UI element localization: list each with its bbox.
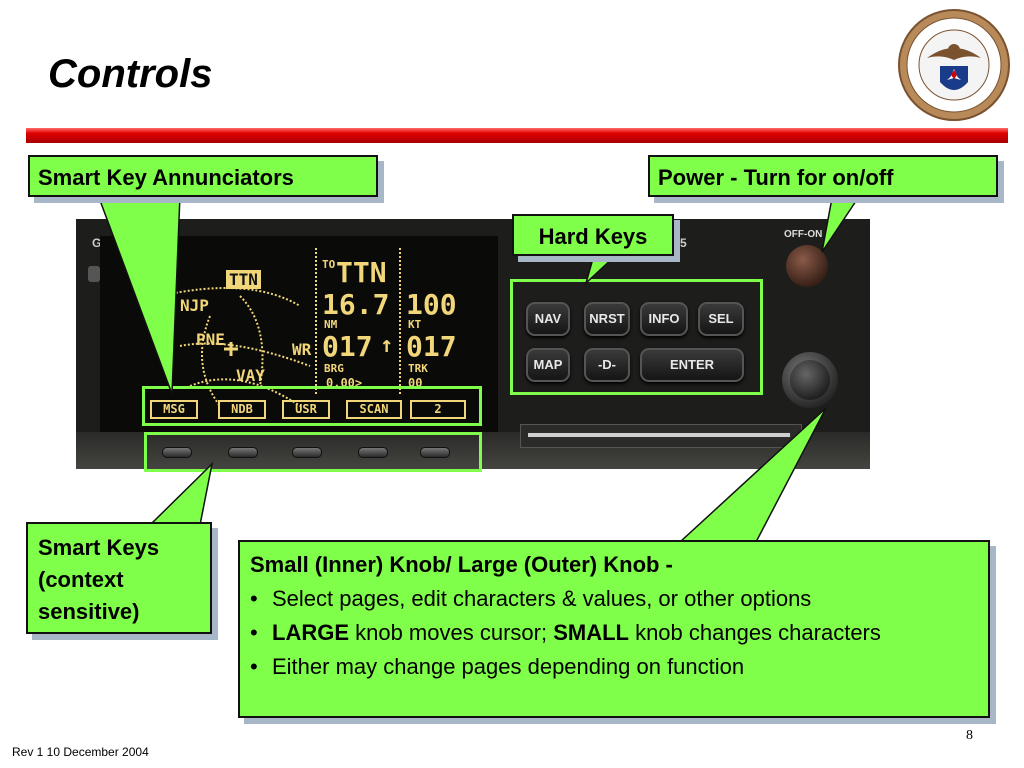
smart-key-1[interactable] bbox=[162, 447, 192, 458]
distance-unit: NM bbox=[324, 318, 338, 331]
callout-hard-keys: Hard Keys bbox=[512, 214, 674, 256]
callout-smart-keys: Smart Keys (context sensitive) bbox=[26, 522, 212, 634]
smart-key-5[interactable] bbox=[420, 447, 450, 458]
map-label-wr: WR bbox=[292, 340, 312, 359]
bearing-value: 017 bbox=[322, 330, 373, 363]
small-emphasis: SMALL bbox=[553, 620, 629, 645]
annunciator-ndb: NDB bbox=[218, 400, 266, 419]
knob-bullet-1-text: Select pages, edit characters & values, … bbox=[272, 586, 812, 611]
annunciator-highlight bbox=[142, 386, 482, 426]
photo-sensor bbox=[88, 266, 100, 282]
map-label-vay: VAY bbox=[236, 366, 265, 385]
knob-bullet-1: • Select pages, edit characters & values… bbox=[250, 582, 978, 616]
map-label-ttn: TTN bbox=[226, 270, 261, 289]
page-number: 8 bbox=[966, 728, 973, 743]
smart-keys-line-2: (context bbox=[38, 567, 124, 592]
active-waypoint: TTN bbox=[336, 256, 387, 289]
nav-key[interactable]: NAV bbox=[526, 302, 570, 336]
direct-to-key[interactable]: -D- bbox=[584, 348, 630, 382]
ground-speed-value: 100 bbox=[406, 288, 457, 321]
info-key[interactable]: INFO bbox=[640, 302, 688, 336]
power-label: OFF-ON bbox=[784, 229, 823, 240]
to-indicator: TO bbox=[322, 258, 336, 271]
bullet-icon: • bbox=[250, 654, 258, 679]
knob-bullet-3-text: Either may change pages depending on fun… bbox=[272, 654, 745, 679]
knob-bullet-3: • Either may change pages depending on f… bbox=[250, 650, 978, 684]
up-arrow-icon: ↑ bbox=[380, 333, 394, 358]
title-divider-bar bbox=[26, 128, 1008, 143]
slide-title: Controls bbox=[48, 52, 213, 96]
callout-smart-key-annunciators: Smart Key Annunciators bbox=[28, 155, 378, 197]
enter-key[interactable]: ENTER bbox=[640, 348, 744, 382]
knob-bullet-2-text: LARGE knob moves cursor; SMALL knob chan… bbox=[272, 616, 881, 650]
callout-knobs: Small (Inner) Knob/ Large (Outer) Knob -… bbox=[238, 540, 990, 718]
callout-power: Power - Turn for on/off bbox=[648, 155, 998, 197]
map-key[interactable]: MAP bbox=[526, 348, 570, 382]
knob-bullet-2-part2: knob changes characters bbox=[628, 620, 881, 645]
speed-unit: KT bbox=[408, 318, 422, 331]
smart-keys-highlight bbox=[144, 432, 482, 472]
knob-heading: Small (Inner) Knob/ Large (Outer) Knob - bbox=[250, 552, 673, 577]
annunciator-usr: USR bbox=[282, 400, 330, 419]
annunciator-msg: MSG bbox=[150, 400, 198, 419]
track-label: TRK bbox=[408, 362, 428, 375]
map-label-njp: NJP bbox=[180, 296, 209, 315]
annunciator-scan: SCAN bbox=[346, 400, 402, 419]
annunciator-page: 2 bbox=[410, 400, 466, 419]
revision-footer: Rev 1 10 December 2004 bbox=[12, 745, 149, 759]
track-value: 017 bbox=[406, 330, 457, 363]
knob-bullet-2: • LARGE knob moves cursor; SMALL knob ch… bbox=[250, 616, 978, 650]
bullet-icon: • bbox=[250, 586, 258, 611]
map-label-pne: PNE bbox=[196, 330, 225, 349]
hard-keys-highlight bbox=[510, 279, 763, 395]
smart-key-2[interactable] bbox=[228, 447, 258, 458]
data-card-edge bbox=[528, 433, 790, 437]
smart-key-4[interactable] bbox=[358, 447, 388, 458]
smart-key-3[interactable] bbox=[292, 447, 322, 458]
small-inner-knob[interactable] bbox=[790, 360, 830, 400]
sel-key[interactable]: SEL bbox=[698, 302, 744, 336]
model-label: 5 bbox=[680, 236, 687, 250]
power-knob[interactable] bbox=[786, 245, 828, 287]
smart-keys-line-1: Smart Keys bbox=[38, 535, 160, 560]
knob-bullet-2-part1: knob moves cursor; bbox=[349, 620, 554, 645]
civil-air-patrol-seal bbox=[898, 9, 1010, 121]
bullet-icon: • bbox=[250, 620, 258, 645]
distance-value: 16.7 bbox=[322, 288, 390, 321]
large-emphasis: LARGE bbox=[272, 620, 349, 645]
bearing-label: BRG bbox=[324, 362, 344, 375]
brand-label: G bbox=[92, 236, 102, 250]
smart-keys-line-3: sensitive) bbox=[38, 599, 140, 624]
nrst-key[interactable]: NRST bbox=[584, 302, 630, 336]
